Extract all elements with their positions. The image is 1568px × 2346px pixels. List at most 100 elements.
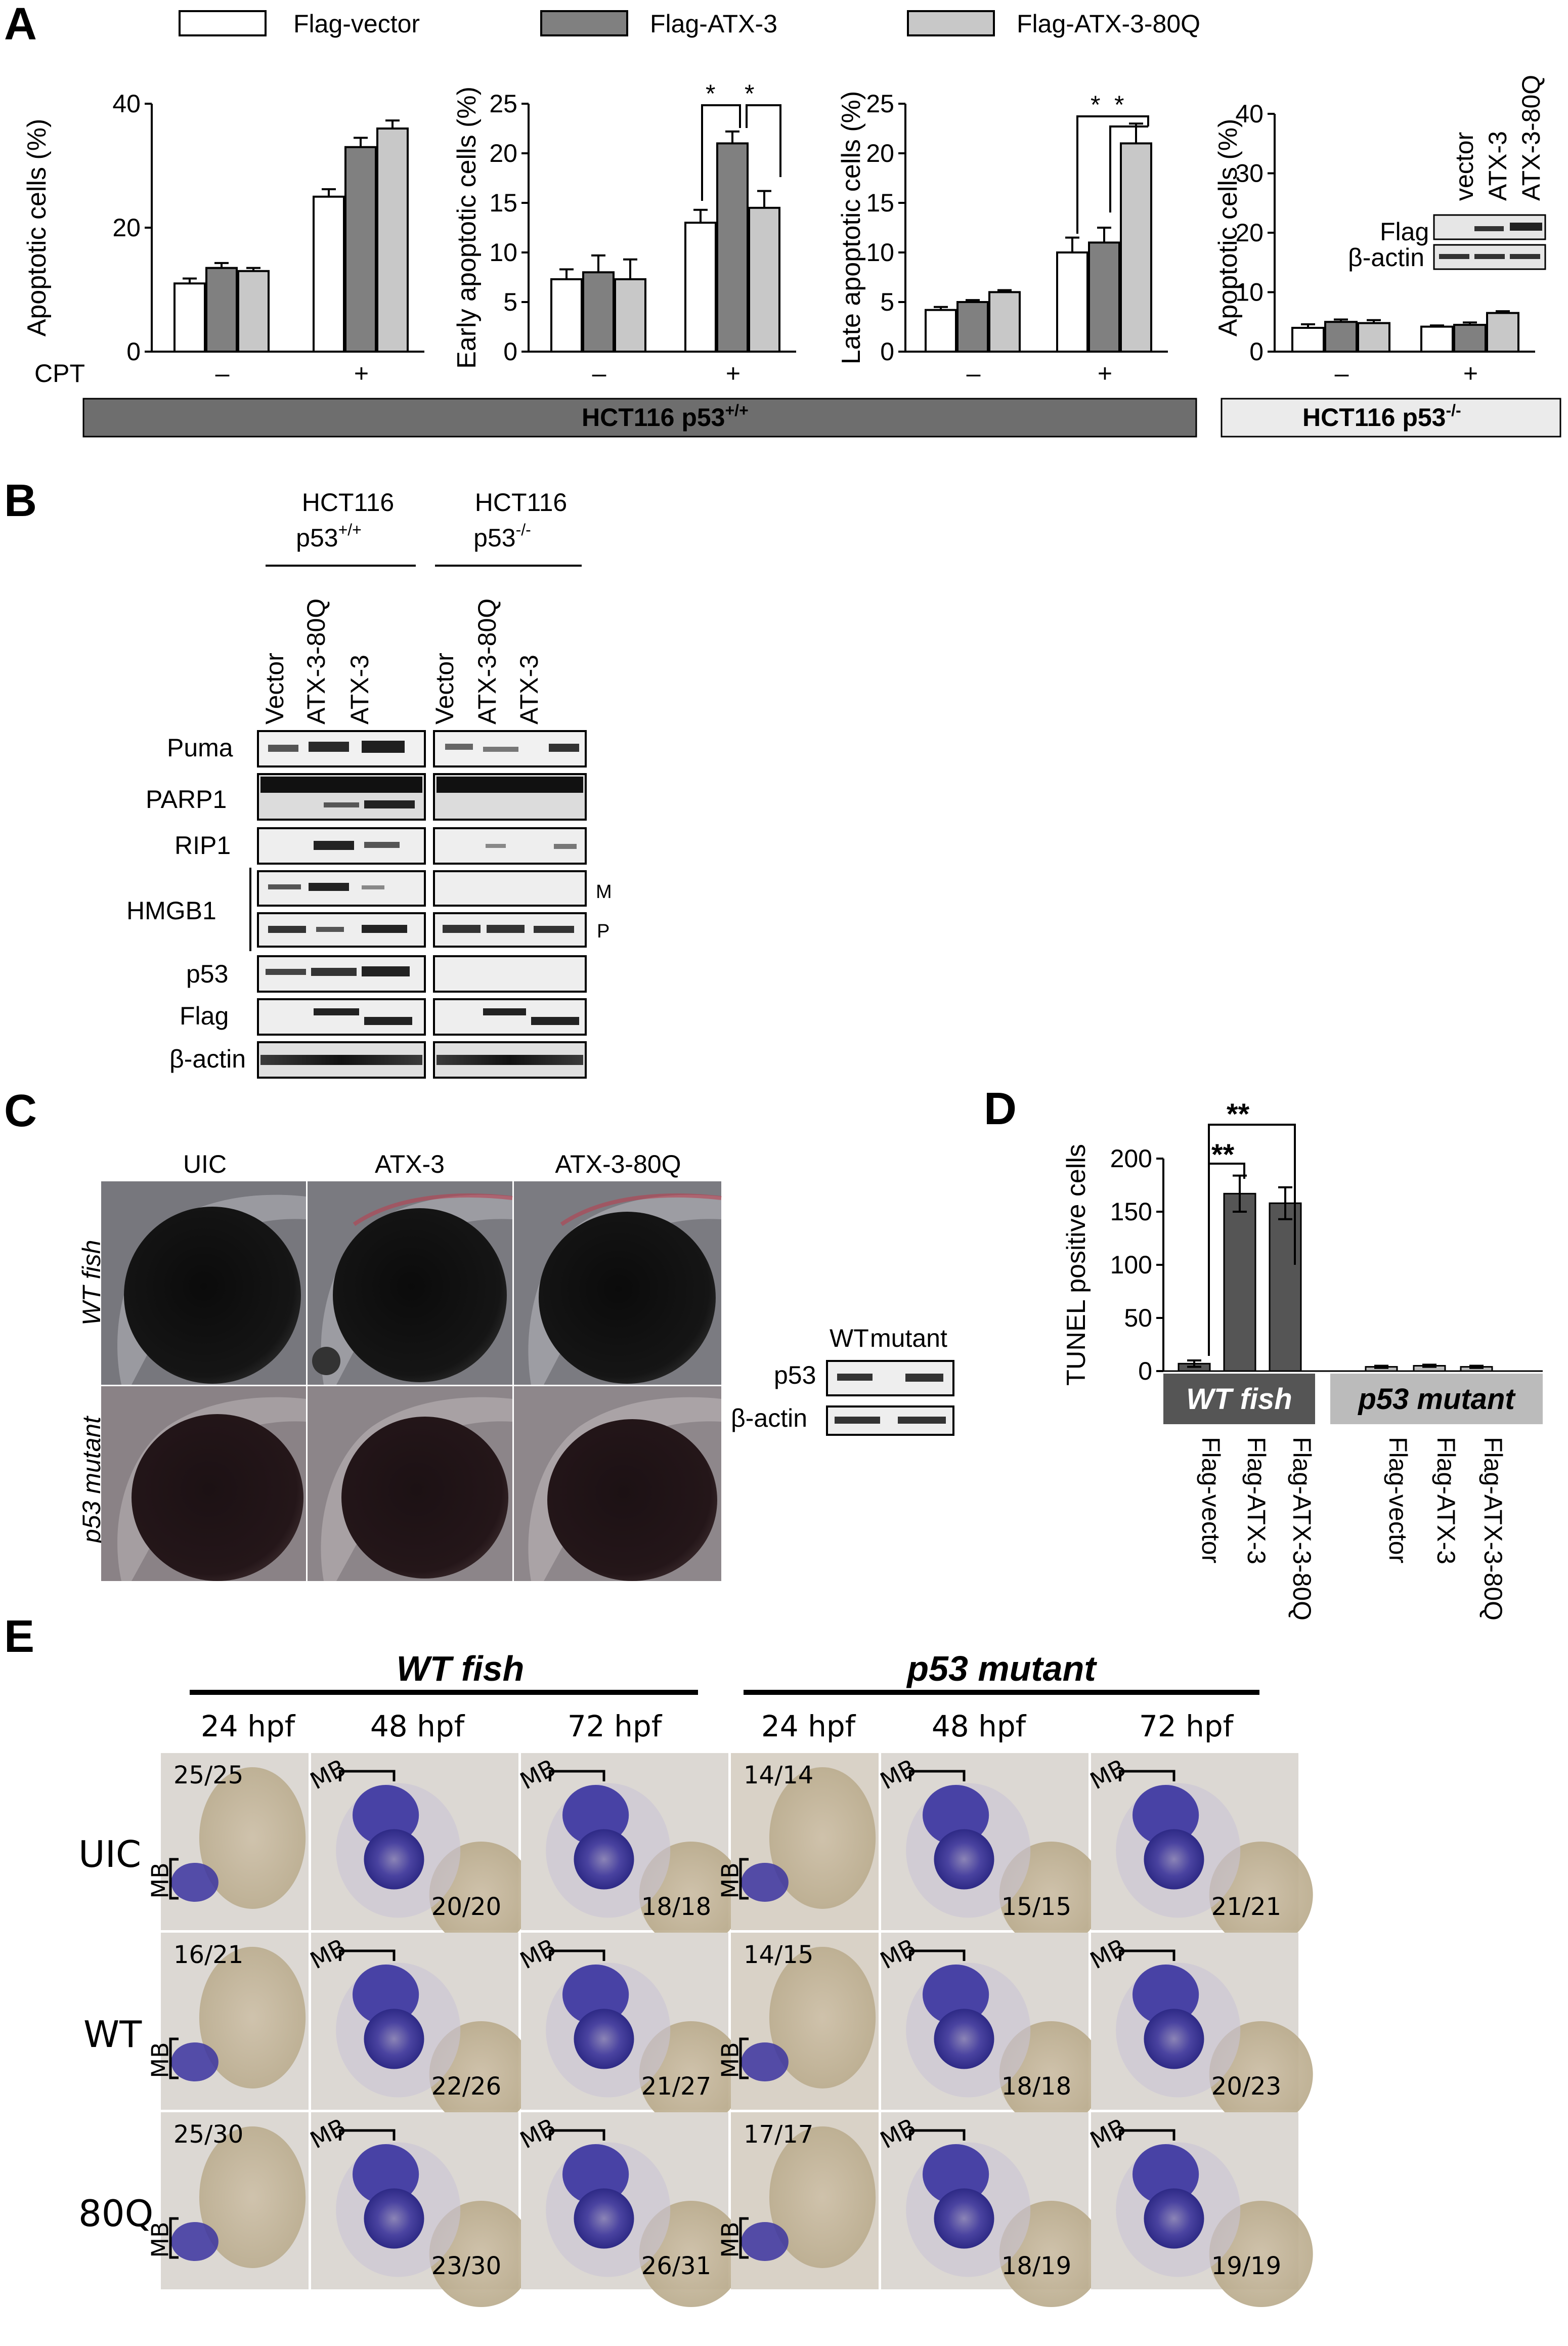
e-midbrain-stain <box>562 1965 629 2025</box>
blot-label-flag: Flag <box>180 1002 229 1030</box>
e-row-labels: UIC WT 80Q <box>78 1833 153 2235</box>
e-mb-bracket <box>548 1949 605 1961</box>
legend-label-atx3: Flag-ATX-3 <box>650 10 777 38</box>
group-header-ko-line2: p53-/- <box>473 521 531 552</box>
panel-b-group-headers: HCT116 p53+/+ HCT116 p53-/- <box>266 488 582 567</box>
bar-Flag-ATX-3-80Q-1 <box>376 127 409 353</box>
y-tick-label-3: 15 <box>866 189 894 217</box>
y-tick-label-0: 0 <box>880 337 894 366</box>
e-midbrain-stain <box>562 2144 629 2204</box>
inset-row-actin: β-actin <box>1348 243 1424 272</box>
e-midbrain-stain <box>741 2042 789 2081</box>
lane-b-atx3-80q-2: ATX-3-80Q <box>473 599 501 724</box>
e-count: 18/18 <box>1001 2072 1071 2101</box>
e-stage-3: 72 hpf <box>568 1709 663 1743</box>
group-header-wt-line1: HCT116 <box>302 488 394 517</box>
significance-d-1: ** <box>1227 1098 1250 1131</box>
lane-b-atx3-1: ATX-3 <box>345 655 374 724</box>
x-category-0: – <box>592 359 606 388</box>
panel-label-d: D <box>984 1084 1017 1134</box>
bar-Flag-ATX-3-80Q-0 <box>1357 322 1390 353</box>
x-category-0: – <box>967 359 981 388</box>
e-count: 21/27 <box>641 2072 711 2101</box>
e-eye <box>574 2188 634 2249</box>
legend-swatch-vector <box>179 10 267 36</box>
significance-star-a2-2: * <box>745 79 754 108</box>
y-axis-label: Apoptotic cells (%) <box>1213 119 1243 337</box>
c-col-uic: UIC <box>183 1150 227 1178</box>
significance-brackets-d <box>1208 1124 1296 1356</box>
e-yolk <box>769 1767 876 1909</box>
significance-brackets-a3 <box>1076 115 1149 234</box>
e-eye <box>364 1829 424 1890</box>
hct116-ko-label: HCT116 p53-/- <box>1302 401 1461 432</box>
e-stage-2: 48 hpf <box>370 1709 465 1743</box>
c-col-atx3: ATX-3 <box>375 1150 445 1178</box>
e-count: 25/25 <box>173 1761 243 1789</box>
x-category-d-5: Flag-ATX-3-80Q <box>1479 1437 1507 1620</box>
e-eye <box>364 2009 424 2069</box>
bar-Flag-vector-0 <box>173 282 206 353</box>
e-yolk <box>769 1947 876 2088</box>
inset-lane-atx3-80q: ATX-3-80Q <box>1517 75 1545 201</box>
y-tick-label-3: 15 <box>489 189 517 217</box>
legend-swatch-atx3 <box>540 10 628 36</box>
e-mb-bracket <box>338 2129 396 2141</box>
e-mb-bracket <box>1118 2129 1175 2141</box>
e-count: 18/19 <box>1001 2252 1071 2280</box>
bar-Flag-ATX-3-1 <box>1453 324 1487 353</box>
e-mb-bracket <box>1118 1949 1175 1961</box>
panel-c-p53-blot: WT mutant p53 β-actin <box>731 1324 954 1436</box>
c-blot-lane-mutant: mutant <box>870 1324 947 1352</box>
blot-label-parp1: PARP1 <box>146 785 227 814</box>
y-tick-label-2: 10 <box>866 238 894 267</box>
blot-label-actin: β-actin <box>169 1045 246 1073</box>
legend-label-vector: Flag-vector <box>293 10 420 38</box>
e-group-mut: p53 mutant <box>906 1649 1097 1688</box>
group-header-wt-line2: p53+/+ <box>296 521 362 552</box>
e-count: 26/31 <box>641 2252 711 2280</box>
bar-Flag-ATX-3-80Q-1 <box>748 206 780 353</box>
significance-star-a3-1: * <box>1091 91 1100 119</box>
bar-Flag-ATX-3-80Q-0 <box>614 278 646 353</box>
panel-b-lane-labels: Vector ATX-3-80Q ATX-3 Vector ATX-3-80Q … <box>260 599 543 724</box>
inset-lane-atx3: ATX-3 <box>1484 131 1512 201</box>
e-midbrain-stain <box>1133 1785 1199 1845</box>
significance-d-2: ** <box>1211 1138 1235 1171</box>
y-tick-label-0: 0 <box>126 337 141 366</box>
e-mb-bracket <box>739 1858 749 1900</box>
e-mb-bracket <box>338 1770 396 1781</box>
y-tick-label-1: 5 <box>503 288 517 316</box>
bar-Flag-ATX-3-80Q-0 <box>988 291 1021 353</box>
e-stage-6: 72 hpf <box>1139 1709 1234 1743</box>
e-eye <box>934 2188 994 2249</box>
y-tick-label-4: 200 <box>1110 1144 1152 1173</box>
x-category-d-0: Flag-vector <box>1197 1437 1225 1563</box>
e-mb-label: MB <box>147 2222 174 2257</box>
y-tick-label-2: 40 <box>112 90 141 118</box>
c-blot-row-actin: β-actin <box>731 1404 807 1432</box>
e-count: 14/15 <box>744 1941 813 1969</box>
significance-brackets-a2 <box>701 104 781 201</box>
panel-label-c: C <box>4 1086 37 1136</box>
bar-Flag-ATX-3-80Q-1 <box>1120 142 1152 353</box>
e-mb-label: MB <box>717 2222 744 2257</box>
e-yolk <box>199 1947 306 2088</box>
e-mb-bracket <box>908 2129 966 2141</box>
x-category-d-1: Flag-ATX-3 <box>1242 1437 1271 1564</box>
panel-label-b: B <box>4 476 37 526</box>
d-group-label-mut: p53 mutant <box>1357 1383 1516 1416</box>
